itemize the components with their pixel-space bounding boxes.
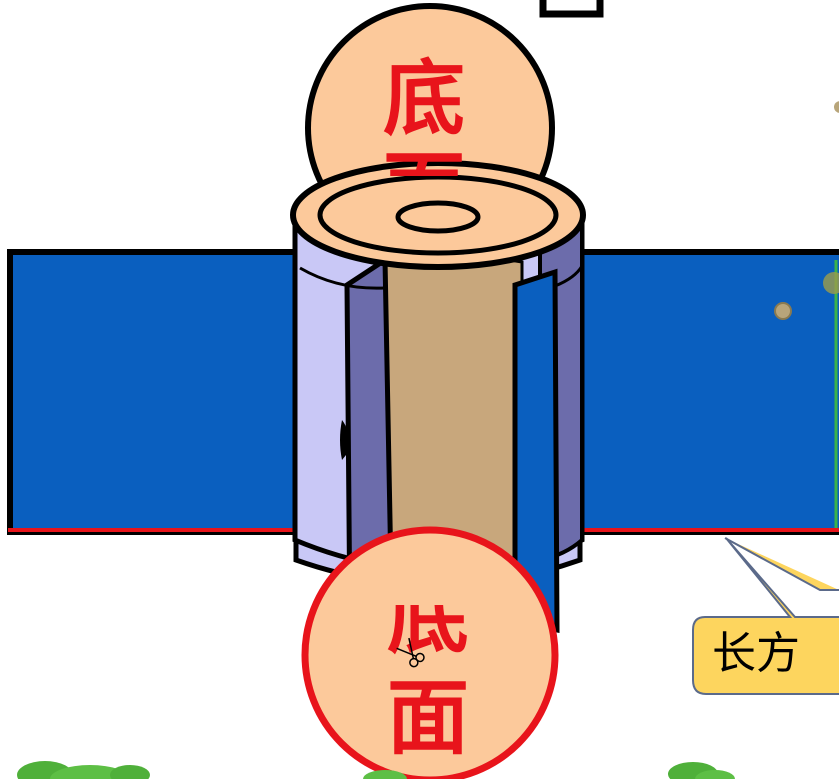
scissors-icon — [396, 637, 425, 668]
bottom-base-label-2: 面 — [387, 671, 469, 766]
decor-dot — [774, 302, 792, 320]
callout-text: 长方 — [712, 628, 800, 679]
bottom-base-label-1: 底 — [387, 570, 469, 665]
callout-bubble — [692, 537, 839, 695]
decor-dot — [823, 272, 839, 294]
title-fragment — [539, 0, 604, 18]
bush-decoration — [17, 761, 735, 779]
top-base-label-2: 面 — [383, 143, 465, 238]
top-base-label-1: 底 — [383, 52, 465, 147]
decor-dot — [834, 101, 839, 113]
bottom-base-circle — [301, 526, 559, 779]
